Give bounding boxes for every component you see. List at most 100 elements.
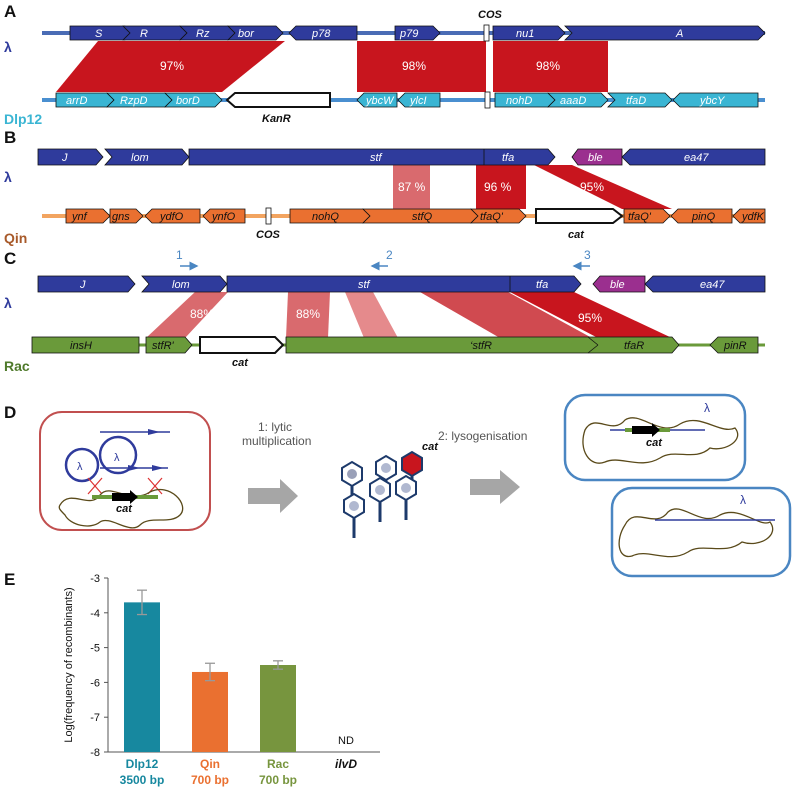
cat-arrow <box>112 490 138 504</box>
gene-pinq <box>670 208 733 224</box>
panel-letter-c: C <box>4 249 16 268</box>
gene-label: pinQ <box>691 211 716 223</box>
phage-label: λ <box>77 461 83 473</box>
homology-block <box>146 292 228 338</box>
identity-label: 97% <box>160 59 184 73</box>
x-category-sublabel: 3500 bp <box>120 773 165 787</box>
phage-particle <box>369 476 391 522</box>
gene-p79 <box>394 25 441 41</box>
gene-label: KanR <box>262 113 291 125</box>
gene-tfaq-prime <box>623 208 671 224</box>
panel-letter-a: A <box>4 2 16 21</box>
gene-lom <box>141 275 228 293</box>
y-tick-label: -6 <box>90 677 100 689</box>
gene-label: stf <box>358 279 371 291</box>
x-category-label: Rac <box>267 757 289 771</box>
gene-label: lom <box>131 152 149 164</box>
crossover-x <box>87 477 103 495</box>
identity-label: 88% <box>190 307 214 321</box>
gene-label: insH <box>70 340 92 352</box>
lambda-label: λ <box>4 39 12 55</box>
cat-label: cat <box>422 441 439 453</box>
gene-p78 <box>288 25 358 41</box>
gene-pinr <box>709 336 759 354</box>
gene-arrow <box>152 465 164 471</box>
gene-label: S <box>95 28 103 40</box>
lysogen-cell <box>610 486 792 578</box>
gene-label: ynf <box>71 211 88 223</box>
gene-stfr <box>285 336 680 354</box>
dlp12-label: Dlp12 <box>4 111 42 127</box>
lambda-genes <box>37 275 766 293</box>
homology-block <box>493 41 608 92</box>
gene-bor <box>227 25 284 41</box>
panel-b: B 87 % 96 % 95% J lom stf tfa ble ea47 λ <box>4 128 766 246</box>
phage-particles <box>341 450 423 538</box>
gene-bord <box>164 92 223 108</box>
phage-label: λ <box>114 452 120 464</box>
primer-label: 2 <box>386 248 393 262</box>
panel-letter-e: E <box>4 570 15 589</box>
step1-label-line1: 1: lytic <box>258 420 292 434</box>
phage-particle <box>395 474 417 520</box>
panel-a: A 97% 98% 98% S R Rz bor p78 p7 <box>4 2 766 127</box>
gene-label: R <box>140 28 148 40</box>
gene-label: aaaD <box>560 95 586 107</box>
gene-label: stf <box>370 152 383 164</box>
identity-label: 87 % <box>398 180 426 194</box>
cat-label: cat <box>646 437 663 449</box>
homology-block <box>345 292 398 338</box>
lambda-label: λ <box>4 169 12 185</box>
gene-label: ylcI <box>409 95 427 107</box>
gene-label: tfa <box>536 279 548 291</box>
chromosome <box>618 508 774 558</box>
gene-ea47 <box>621 148 766 166</box>
gene-nu1 <box>492 25 566 41</box>
gene-ybcy <box>672 92 759 108</box>
homology-block <box>420 292 592 338</box>
gene-a <box>564 25 766 41</box>
gene-cat <box>199 336 285 354</box>
x-category-label: Qin <box>200 757 220 771</box>
bars: ND <box>124 589 354 752</box>
gene-label: p79 <box>399 28 418 40</box>
gene-label: tfaQ' <box>628 211 652 223</box>
gene-label: cat <box>232 357 249 369</box>
homology-block <box>357 41 486 92</box>
rac-label: Rac <box>4 358 30 374</box>
gene-arrow <box>128 465 140 471</box>
panel-d: D λ λ cat 1: lytic multiplication <box>4 393 792 578</box>
cos-label: COS <box>478 9 503 21</box>
gene-label: borD <box>176 95 200 107</box>
identity-label: 96 % <box>484 180 512 194</box>
gene-stf <box>226 275 582 293</box>
bar-qin <box>192 671 228 752</box>
primer-label: 1 <box>176 248 183 262</box>
gene-divider <box>587 336 599 346</box>
gene-label: tfaQ' <box>480 211 504 223</box>
chromosome <box>582 417 739 464</box>
gene-cat <box>535 208 624 224</box>
gene-ynfo <box>202 208 246 224</box>
process-arrow <box>470 470 520 504</box>
gene-label: cat <box>568 229 585 241</box>
gene-divider <box>587 344 599 354</box>
identity-label: 95% <box>580 180 604 194</box>
gene-label: nohD <box>506 95 532 107</box>
identity-label: 98% <box>536 59 560 73</box>
panel-letter-d: D <box>4 403 16 422</box>
gene-label: RzpD <box>120 95 148 107</box>
panel-letter-b: B <box>4 128 16 147</box>
x-category-label: Dlp12 <box>126 757 159 771</box>
cos-site <box>484 91 491 109</box>
gene-label: ybcY <box>699 95 725 107</box>
x-category-sublabel: 700 bp <box>259 773 297 787</box>
gene-label: lom <box>172 279 190 291</box>
gene-stfr-prime <box>145 336 193 354</box>
homology-block <box>510 292 672 338</box>
homology-block <box>393 165 430 209</box>
gene-kanr <box>225 92 331 108</box>
gene-ydfk <box>732 208 766 224</box>
gene-label: p78 <box>311 28 331 40</box>
cos-label: COS <box>256 229 281 241</box>
